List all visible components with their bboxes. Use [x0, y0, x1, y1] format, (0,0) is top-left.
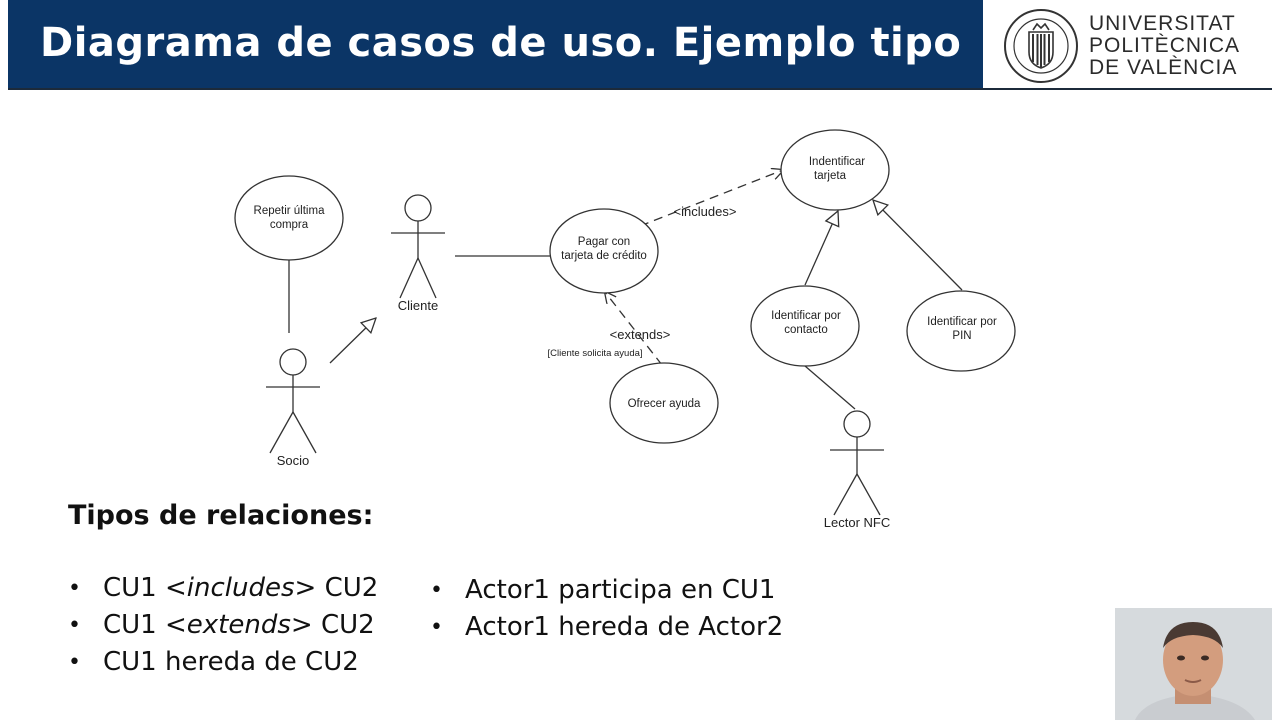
extends-arrow — [605, 292, 663, 366]
actor-label-socio: Socio — [277, 453, 310, 468]
actor-socio — [266, 348, 320, 454]
use-case-identificar-tarjeta — [780, 129, 890, 211]
use-case-label: Ofrecer ayuda — [628, 398, 701, 410]
includes-label: <includes> — [674, 204, 737, 219]
use-case-label: Repetir última — [254, 205, 326, 217]
generalization-pin-identificar — [873, 200, 963, 291]
relations-list-right: Actor1 participa en CU1 Actor1 hereda de… — [430, 572, 783, 646]
association-contacto-lector — [804, 365, 856, 410]
generalization-socio-cliente — [329, 318, 376, 364]
use-case-label: PIN — [952, 330, 971, 342]
presenter-video — [1115, 608, 1272, 720]
university-name-line-3: DE VALÈNCIA — [1089, 56, 1238, 79]
use-case-label: Identificar por — [771, 310, 841, 322]
use-case-label: Identificar por — [927, 316, 997, 328]
use-case-label: Pagar con — [578, 236, 630, 248]
university-logo: UNIVERSITAT POLITÈCNICA DE VALÈNCIA — [985, 0, 1272, 88]
use-case-identificar-contacto — [750, 285, 860, 367]
extends-label: <extends> — [610, 327, 671, 342]
includes-arrow — [639, 170, 783, 227]
use-case-ofrecer-ayuda — [609, 362, 719, 444]
presenter-video-icon — [1115, 608, 1272, 720]
use-case-label: tarjeta — [814, 170, 847, 182]
slide-header: Diagrama de casos de uso. Ejemplo tipo — [8, 0, 983, 88]
use-case-pagar-tarjeta — [549, 208, 659, 294]
relations-list-left: CU1 <includes> CU2 CU1 <extends> CU2 CU1… — [68, 570, 378, 681]
actor-label-lector: Lector NFC — [824, 515, 890, 530]
relation-item: CU1 <extends> CU2 — [68, 607, 378, 644]
actor-label-cliente: Cliente — [398, 298, 438, 313]
use-case-label: contacto — [784, 324, 827, 336]
university-name: UNIVERSITAT POLITÈCNICA DE VALÈNCIA — [1089, 13, 1240, 79]
use-case-label: Indentificar — [809, 156, 865, 168]
relations-heading: Tipos de relaciones: — [68, 500, 374, 531]
actor-cliente — [391, 194, 445, 299]
use-case-label: compra — [270, 219, 309, 231]
use-case-label: tarjeta de crédito — [561, 250, 647, 262]
relation-item: Actor1 participa en CU1 — [430, 572, 783, 609]
relation-item: CU1 <includes> CU2 — [68, 570, 378, 607]
use-case-diagram: Repetir última compra Pagar con tarjeta … — [234, 129, 1016, 530]
slide-title: Diagrama de casos de uso. Ejemplo tipo — [40, 20, 962, 66]
extends-condition: [Cliente solicita ayuda] — [547, 348, 642, 359]
header-divider — [8, 88, 1272, 90]
relation-item: Actor1 hereda de Actor2 — [430, 609, 783, 646]
upv-seal-icon — [1004, 9, 1078, 83]
university-name-line-2: POLITÈCNICA — [1089, 34, 1241, 57]
use-case-repetir-ultima-compra — [234, 175, 344, 261]
relation-item: CU1 hereda de CU2 — [68, 644, 378, 681]
actor-lector-nfc — [830, 410, 884, 516]
university-name-line-1: UNIVERSITAT — [1089, 12, 1236, 35]
generalization-contacto-identificar — [804, 211, 838, 286]
use-case-identificar-pin — [906, 290, 1016, 372]
